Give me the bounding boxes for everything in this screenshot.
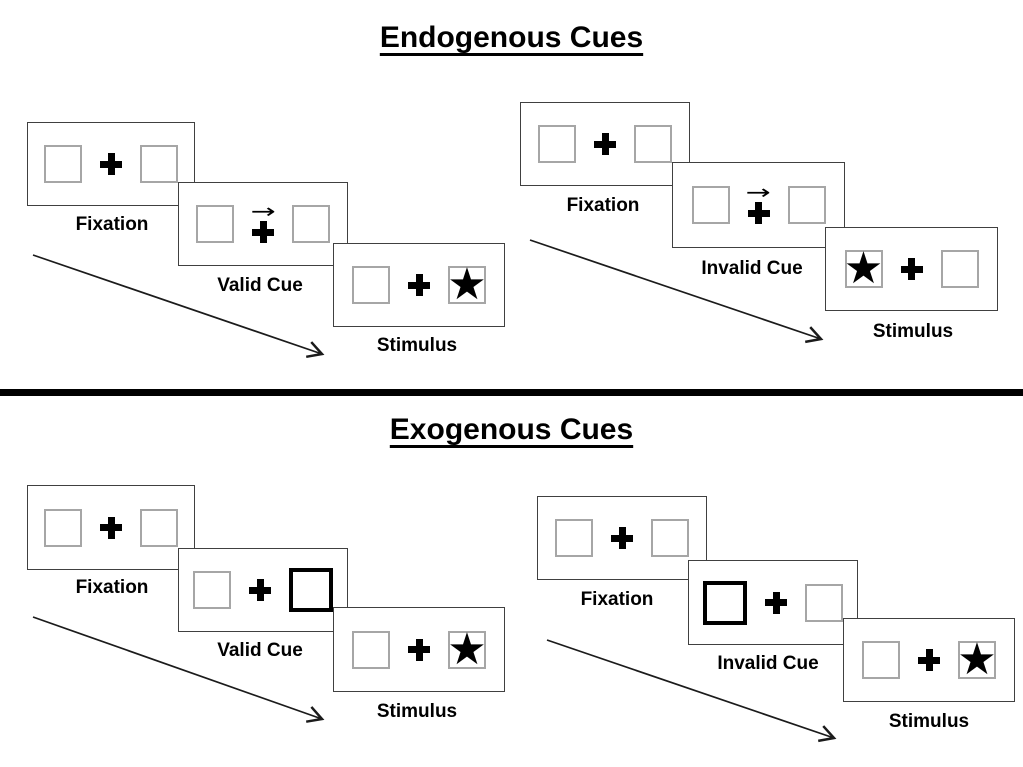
placeholder-box-left [862, 641, 900, 679]
stimulus-label: Stimulus [376, 701, 458, 722]
placeholder-box-right [651, 519, 689, 557]
invalid-cue-label: Invalid Cue [701, 258, 803, 279]
valid-cue-label: Valid Cue [217, 275, 303, 296]
fixation-panel-exogenous-invalid [537, 496, 707, 580]
placeholder-box-left [44, 508, 82, 547]
fixation-cross-icon [594, 133, 616, 155]
fixation-label: Fixation [566, 195, 640, 216]
cue-arrow-icon: → [250, 199, 276, 223]
placeholder-box-left [193, 571, 231, 609]
fixation-cross-icon [408, 638, 430, 661]
fixation-cross-icon [747, 202, 770, 224]
target-box-left: ★ [843, 243, 884, 294]
cue-panel-endogenous-invalid: → [672, 162, 845, 248]
star-stimulus-icon: ★ [843, 243, 884, 294]
highlighted-cue-box-left [703, 580, 747, 625]
section-title-exogenous: Exogenous Cues [0, 412, 1023, 448]
fixation-cross-icon [900, 258, 923, 280]
fixation-cross-icon [249, 579, 271, 601]
target-box-right: ★ [447, 623, 487, 675]
central-cue: → [745, 180, 772, 224]
timeline-arrow-endogenous-invalid [529, 239, 824, 344]
placeholder-box-left [691, 186, 730, 224]
invalid-cue-label: Invalid Cue [717, 653, 819, 674]
cue-panel-exogenous-invalid [688, 560, 858, 645]
placeholder-box-left [538, 125, 576, 163]
fixation-label: Fixation [75, 214, 149, 235]
section-title-exogenous-text: Exogenous Cues [389, 413, 634, 446]
fixation-panel-endogenous-valid [27, 122, 195, 206]
cue-panel-endogenous-valid: → [178, 182, 348, 266]
cue-arrow-icon: → [745, 180, 772, 204]
stimulus-panel-endogenous-valid: ★ [333, 243, 505, 327]
timeline-arrow-endogenous-valid [32, 254, 325, 359]
placeholder-box-left [196, 205, 234, 243]
star-stimulus-icon: ★ [447, 623, 487, 675]
fixation-label: Fixation [580, 589, 654, 610]
stimulus-label: Stimulus [872, 321, 954, 342]
target-box-right: ★ [447, 259, 487, 310]
target-box-right: ★ [957, 634, 997, 685]
star-stimulus-icon: ★ [447, 259, 487, 310]
fixation-cross-icon [765, 591, 787, 614]
placeholder-box-right [787, 186, 826, 224]
fixation-cross-icon [408, 274, 430, 296]
placeholder-box-right [292, 205, 330, 243]
fixation-cross-icon [100, 153, 122, 175]
cue-panel-exogenous-valid [178, 548, 348, 632]
placeholder-box-left [352, 266, 390, 304]
stimulus-panel-exogenous-invalid: ★ [843, 618, 1015, 702]
section-title-endogenous: Endogenous Cues [0, 20, 1023, 56]
placeholder-box-left [555, 519, 593, 557]
central-cue: → [250, 199, 276, 243]
fixation-cross-icon [100, 516, 122, 539]
placeholder-box-right [940, 250, 979, 288]
section-title-endogenous-text: Endogenous Cues [379, 21, 644, 54]
timeline-arrow-exogenous-valid [32, 616, 325, 723]
placeholder-box-right [634, 125, 672, 163]
placeholder-box-right [140, 508, 178, 547]
section-divider [0, 389, 1023, 396]
star-stimulus-icon: ★ [957, 634, 997, 685]
fixation-cross-icon [918, 649, 940, 671]
stimulus-panel-endogenous-invalid: ★ [825, 227, 998, 311]
fixation-panel-endogenous-invalid [520, 102, 690, 186]
placeholder-box-right [805, 583, 843, 622]
stimulus-panel-exogenous-valid: ★ [333, 607, 505, 692]
fixation-label: Fixation [75, 577, 149, 598]
placeholder-box-right [140, 145, 178, 183]
stimulus-label: Stimulus [376, 335, 458, 356]
placeholder-box-left [44, 145, 82, 183]
fixation-panel-exogenous-valid [27, 485, 195, 570]
fixation-cross-icon [252, 221, 274, 243]
stimulus-label: Stimulus [888, 711, 970, 732]
placeholder-box-left [352, 630, 390, 669]
valid-cue-label: Valid Cue [217, 640, 303, 661]
highlighted-cue-box-right [289, 568, 333, 612]
fixation-cross-icon [611, 527, 633, 549]
